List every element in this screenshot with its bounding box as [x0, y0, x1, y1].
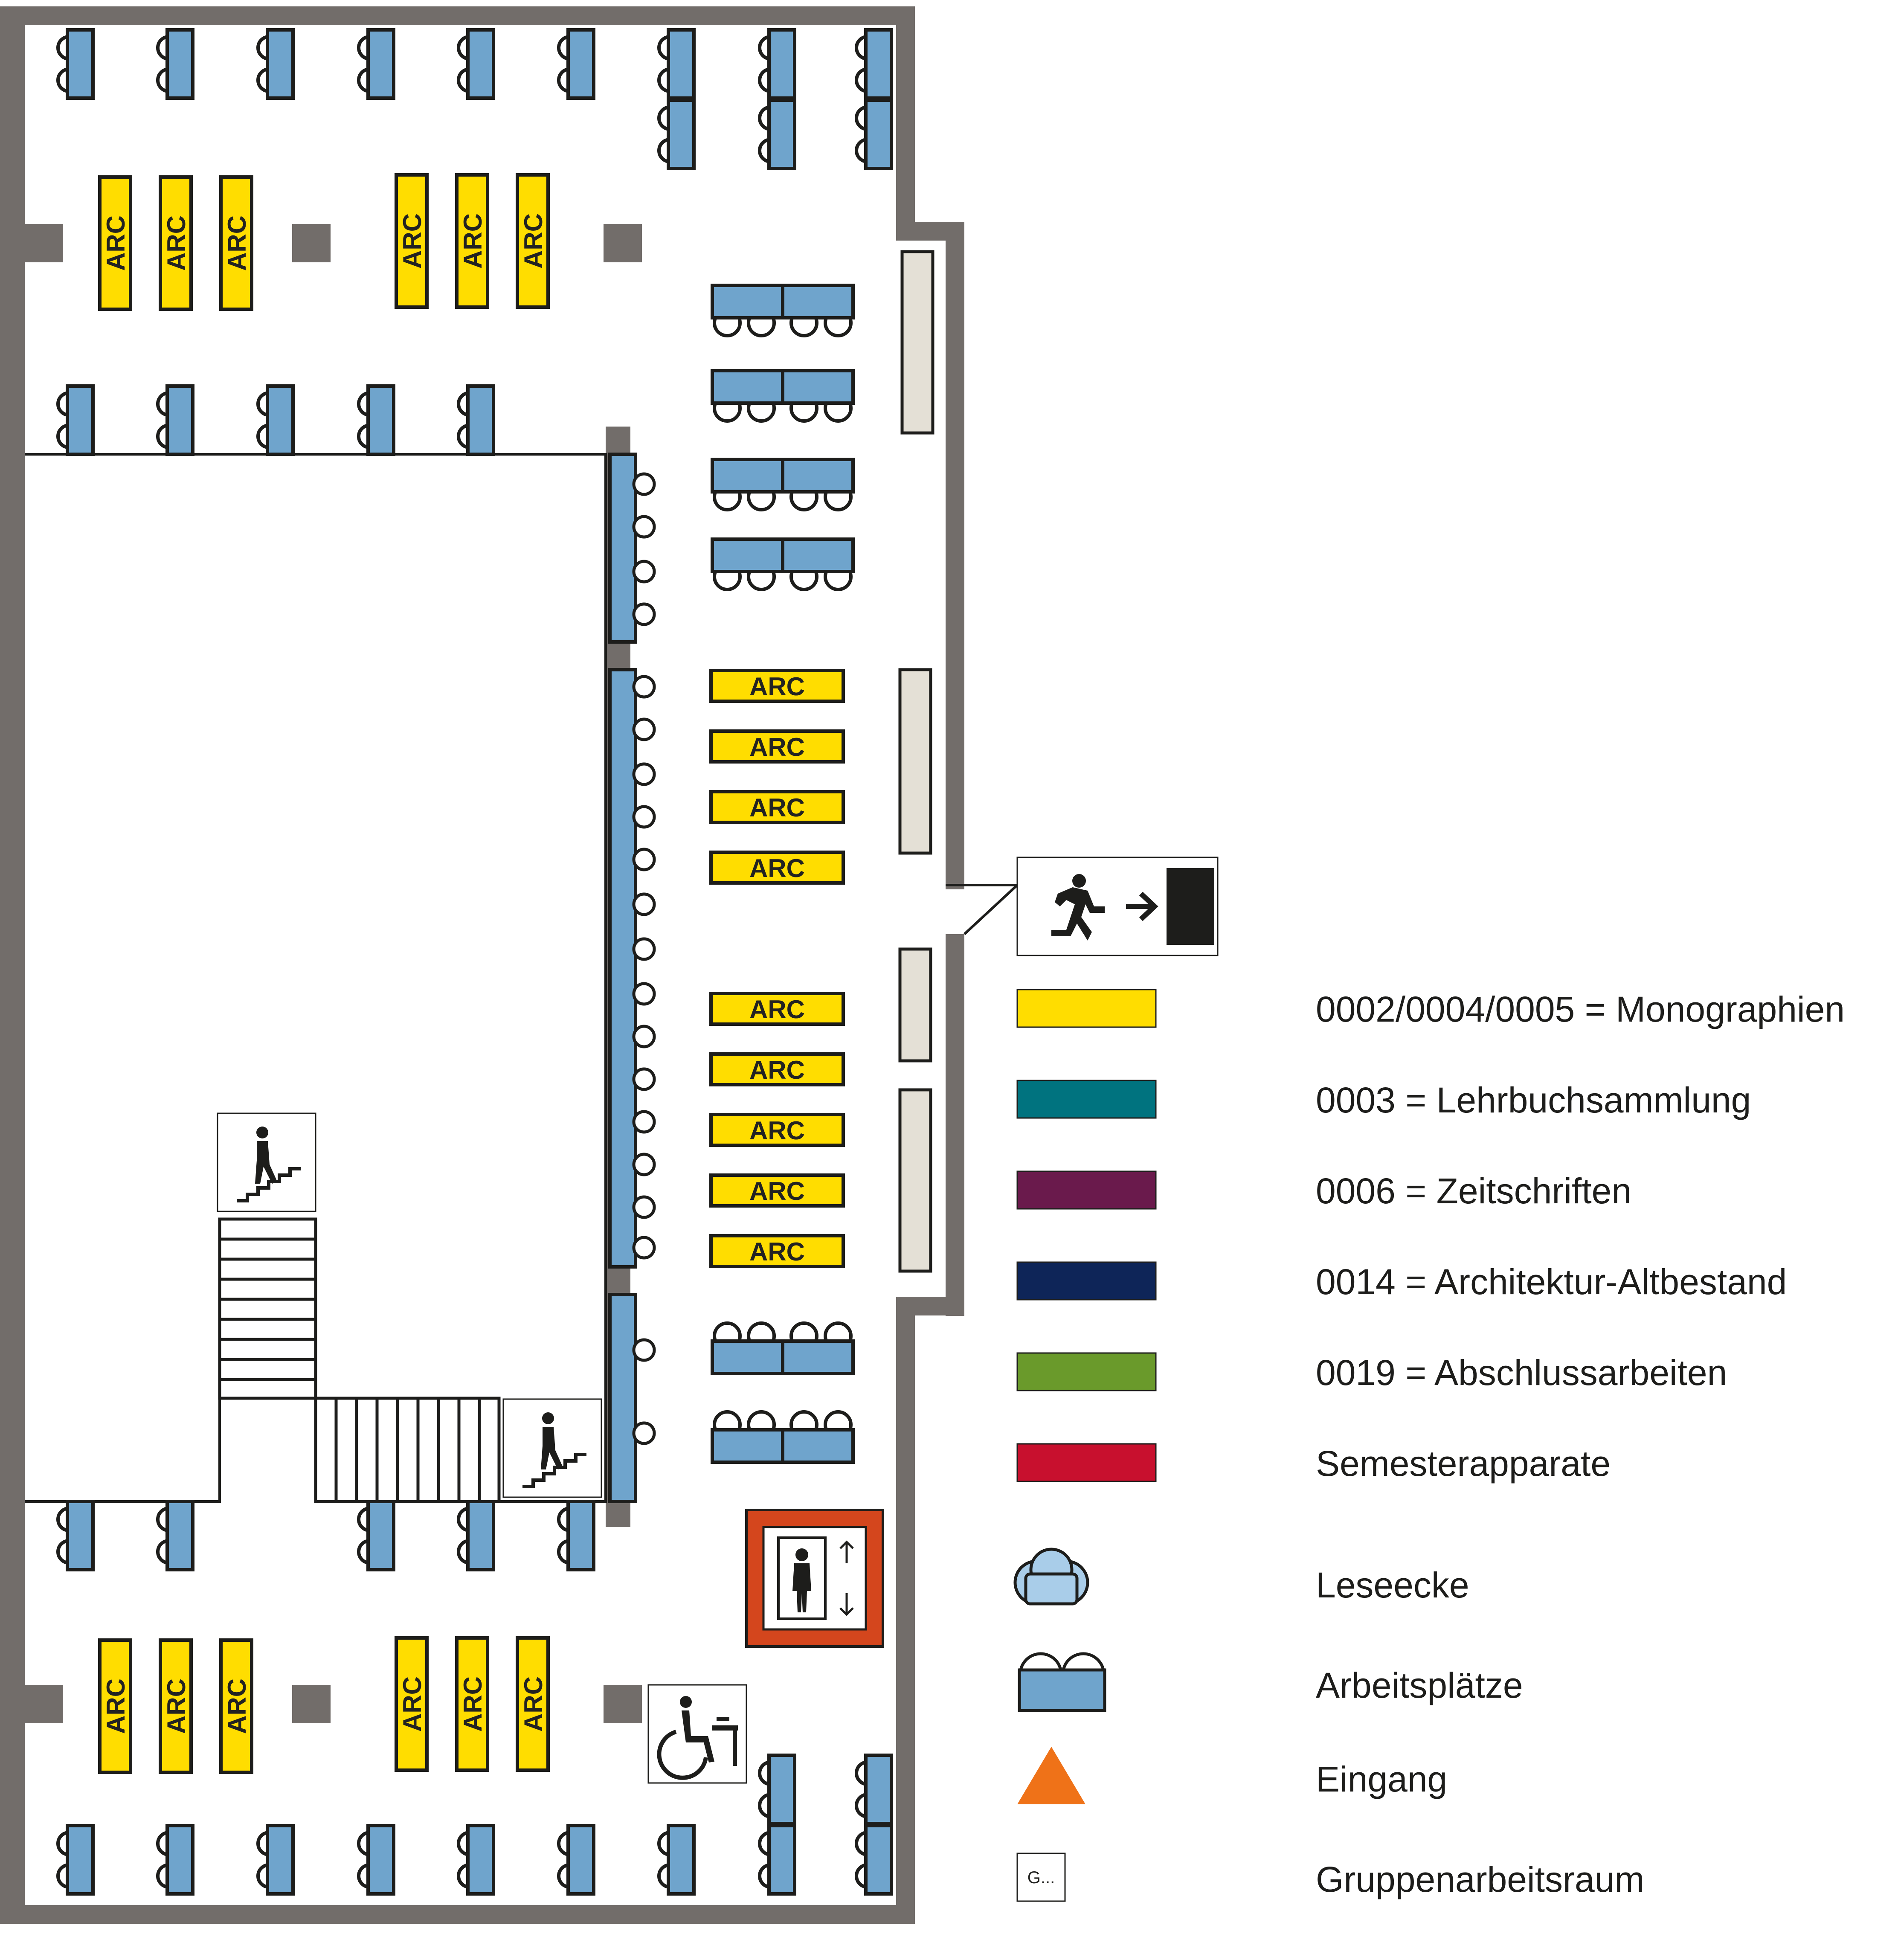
shelf-label: ARC: [102, 215, 130, 271]
shelf-arc: ARC: [711, 1236, 843, 1266]
legend-swatch-monographien: [1016, 989, 1157, 1028]
shelf-arc: ARC: [457, 175, 488, 307]
bottom-desks: [58, 1755, 891, 1894]
lower-gallery-desks: [58, 1501, 594, 1570]
shelf-arc: ARC: [711, 852, 843, 883]
legend-swatch-semesterapparate: [1016, 1443, 1157, 1482]
shelf-arc: ARC: [396, 175, 427, 307]
gruppenarbeitsraum-icon: G...: [1016, 1853, 1066, 1902]
middle-shelves: ARC ARC ARC ARC ARC ARC ARC ARC ARC: [711, 671, 843, 1266]
shelf-arc: ARC: [396, 1638, 427, 1770]
shelf-label: ARC: [749, 995, 805, 1024]
legend-swatch-lehrbuchsammlung: [1016, 1080, 1157, 1119]
shelf-arc: ARC: [517, 1638, 548, 1770]
legend-label-2: 0006 = Zeitschriften: [1316, 1171, 1631, 1211]
shelf-label: ARC: [749, 733, 805, 761]
legend-label-1: 0003 = Lehrbuchsammlung: [1316, 1080, 1751, 1120]
shelf-label: ARC: [749, 1056, 805, 1084]
shelf-arc: ARC: [221, 177, 252, 309]
shelf-label: ARC: [749, 793, 805, 822]
leseecke-label: Leseecke: [1316, 1565, 1469, 1605]
shelf-arc: ARC: [711, 1054, 843, 1085]
shelf-label: ARC: [162, 1678, 191, 1734]
shelf-label: ARC: [749, 672, 805, 701]
bottom-shelves: ARC ARC ARC ARC ARC ARC: [100, 1638, 548, 1772]
gruppenarbeitsraum-label: Gruppenarbeitsraum: [1316, 1859, 1644, 1899]
atrium-long-desks: [608, 453, 656, 1503]
shelf-label: ARC: [398, 1676, 427, 1732]
wheelchair-desk-icon: [647, 1684, 747, 1784]
desk-pairs-lower: [712, 1323, 853, 1462]
staircase: [218, 1217, 501, 1503]
arbeitsplaetze-icon: [1018, 1652, 1106, 1712]
shelf-arc: ARC: [100, 177, 131, 309]
top-shelves: ARC ARC ARC ARC ARC ARC: [100, 175, 548, 309]
shelf-arc: ARC: [711, 993, 843, 1024]
shelf-arc: ARC: [711, 792, 843, 822]
shelf-arc: ARC: [457, 1638, 488, 1770]
upper-gallery-desks: [58, 386, 493, 454]
shelf-arc: ARC: [160, 177, 191, 309]
shelf-arc: ARC: [711, 1175, 843, 1206]
shelf-label: ARC: [459, 1676, 487, 1732]
legend-label-5: Semesterapparate: [1316, 1443, 1611, 1484]
shelf-label: ARC: [398, 213, 427, 269]
shelf-label: ARC: [162, 215, 191, 271]
shelf-arc: ARC: [221, 1640, 252, 1772]
shelf-arc: ARC: [160, 1640, 191, 1772]
shelf-label: ARC: [749, 854, 805, 883]
symbol-legend: Leseecke Arbeitsplätze Eingang G... Grup…: [1013, 1548, 1644, 1902]
shelf-arc: ARC: [711, 671, 843, 701]
shelf-arc: ARC: [711, 1115, 843, 1145]
shelf-label: ARC: [459, 213, 487, 269]
shelf-label: ARC: [749, 1116, 805, 1145]
cabinets: [898, 250, 934, 1273]
legend: 0002/0004/0005 = Monographien 0003 = Leh…: [1016, 989, 1845, 1484]
leseecke-icon: [1013, 1548, 1089, 1606]
shelf-arc: ARC: [100, 1640, 131, 1772]
shelf-label: ARC: [223, 1678, 251, 1734]
stairs-down-icon: [217, 1112, 316, 1212]
arbeitsplaetze-label: Arbeitsplätze: [1316, 1665, 1523, 1705]
legend-label-4: 0019 = Abschlussarbeiten: [1316, 1353, 1727, 1393]
legend-swatch-zeitschriften: [1016, 1170, 1157, 1210]
entrance-icon: [1017, 1747, 1085, 1804]
legend-label-3: 0014 = Architektur-Altbestand: [1316, 1262, 1787, 1302]
eingang-label: Eingang: [1316, 1759, 1447, 1799]
emergency-exit-icon: [1016, 857, 1219, 956]
shelf-label: ARC: [223, 215, 251, 271]
shelf-label: ARC: [519, 1676, 548, 1732]
shelf-label: ARC: [749, 1177, 805, 1205]
shelf-arc: ARC: [711, 731, 843, 762]
exit-door: [946, 884, 1019, 935]
legend-swatch-architektur-altbestand: [1016, 1261, 1157, 1301]
desk-pairs-upper: [712, 285, 853, 589]
stairs-down-icon: [502, 1398, 602, 1498]
shelf-label: ARC: [102, 1678, 130, 1734]
gruppenarbeitsraum-abbrev: G...: [1027, 1868, 1055, 1887]
legend-swatch-abschlussarbeiten: [1016, 1352, 1157, 1391]
shelf-label: ARC: [749, 1237, 805, 1266]
shelf-label: ARC: [519, 213, 548, 269]
elevator-icon: [745, 1509, 884, 1648]
shelf-arc: ARC: [517, 175, 548, 307]
legend-label-0: 0002/0004/0005 = Monographien: [1316, 989, 1845, 1029]
top-desks: [58, 30, 891, 168]
